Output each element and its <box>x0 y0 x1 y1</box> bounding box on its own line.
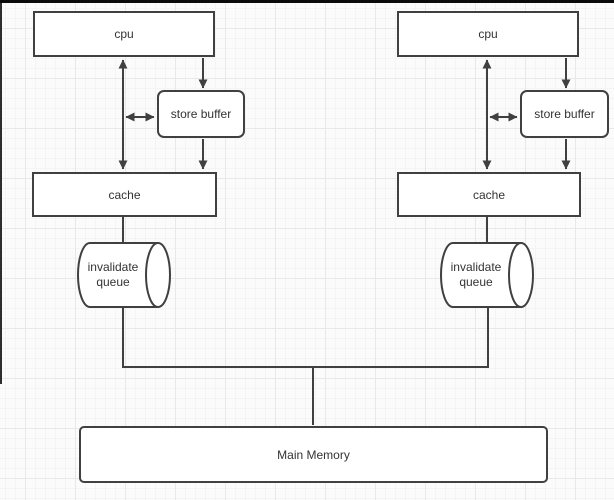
node-store-buffer-right[interactable]: store buffer <box>520 90 609 138</box>
node-cache-left[interactable]: cache <box>32 172 217 217</box>
node-invalidate-queue-left-label: invalidate queue <box>87 260 139 289</box>
cylinder-cap-right <box>508 242 534 308</box>
connector-queues-bus <box>122 307 489 368</box>
node-invalidate-queue-right-label: invalidate queue <box>450 260 502 289</box>
cylinder-cap-left <box>145 242 171 308</box>
node-cache-right[interactable]: cache <box>397 172 581 217</box>
node-invalidate-queue-right[interactable] <box>440 242 534 308</box>
node-main-memory[interactable]: Main Memory <box>79 426 548 483</box>
node-store-buffer-left[interactable]: store buffer <box>157 90 245 138</box>
cylinder-body-left <box>77 242 158 308</box>
window-top-border <box>0 0 614 3</box>
node-cpu-left[interactable]: cpu <box>33 11 215 57</box>
window-left-border <box>0 3 2 384</box>
node-invalidate-queue-left[interactable] <box>77 242 171 308</box>
cylinder-body-right <box>440 242 521 308</box>
node-cpu-right[interactable]: cpu <box>397 11 579 57</box>
